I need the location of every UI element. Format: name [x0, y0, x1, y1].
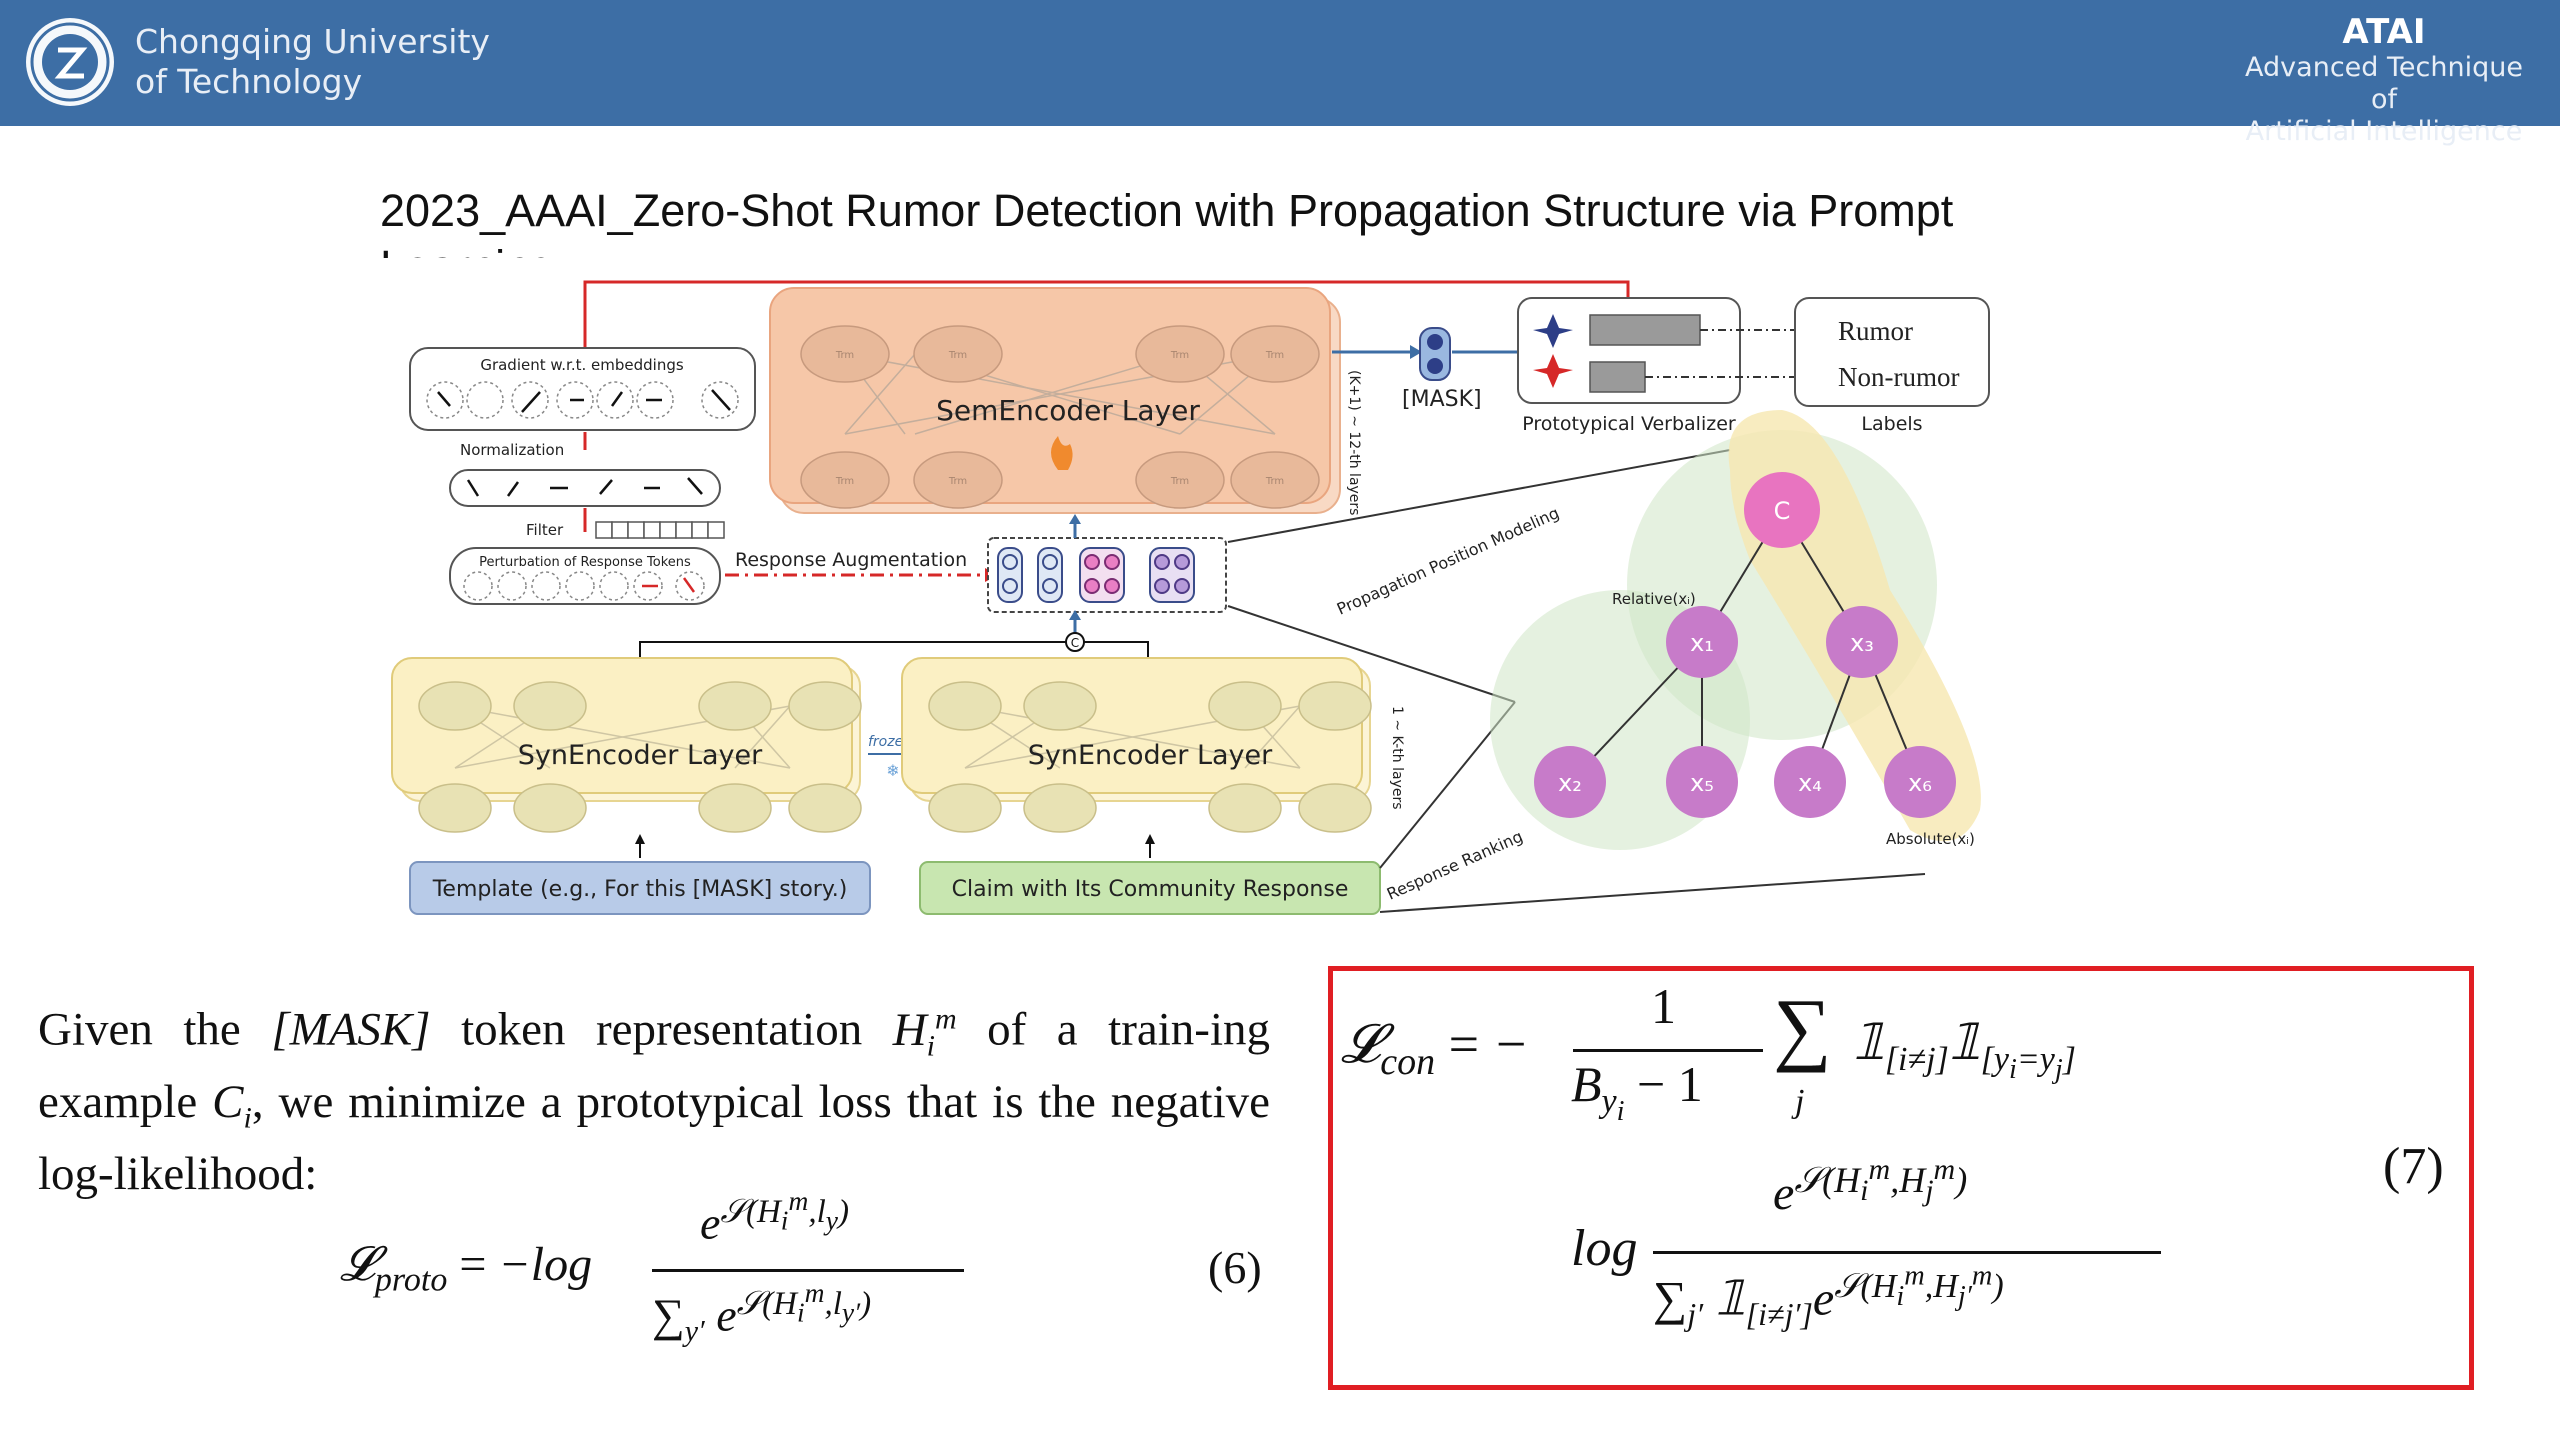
lab-branding: ATAI Advanced Technique of Artificial In…	[2234, 12, 2534, 148]
trm-label: Trm	[1170, 476, 1189, 487]
semencoder-layers-label: (K+1) ~ 12-th layers	[1346, 370, 1362, 515]
lab-subtitle-1: Advanced Technique of	[2245, 52, 2523, 115]
eq6-denominator: ∑y′ e𝒮(Him,ly′)	[652, 1277, 872, 1348]
tree-node-x2: x₂	[1558, 769, 1582, 797]
eq7-frac-line-1	[1573, 1049, 1763, 1052]
university-line1: Chongqing University	[135, 22, 490, 61]
trm-label: Trm	[948, 350, 967, 361]
eq7-frac-denominator: Byi − 1	[1571, 1056, 1703, 1127]
labels-caption: Labels	[1861, 413, 1922, 435]
eq6-lhs: 𝓛proto = −log	[340, 1238, 593, 1299]
absolute-label: Absolute(xᵢ)	[1886, 830, 1975, 848]
lab-subtitle-2: Artificial Intelligence	[2245, 116, 2523, 147]
trm-label: Trm	[948, 476, 967, 487]
synencoder-right-label: SynEncoder Layer	[1028, 740, 1273, 771]
verbalizer-label: Prototypical Verbalizer	[1522, 413, 1736, 435]
lab-title: ATAI	[2342, 12, 2426, 52]
eq7-denominator: ∑j′ 𝟙[i≠j′]e𝒮(Him,Hj′m)	[1653, 1261, 2004, 1332]
trm-label: Trm	[1265, 350, 1284, 361]
snowflake-icon: ❄	[886, 761, 899, 780]
tree-node-x4: x₄	[1798, 769, 1822, 797]
university-logo	[26, 18, 114, 106]
trm-label: Trm	[1170, 350, 1189, 361]
filter-label: Filter	[526, 521, 564, 539]
eq6-fraction-line	[652, 1269, 964, 1272]
h-mask-symbol: Him	[892, 1002, 957, 1063]
header-bar: Chongqing University of Technology ATAI …	[0, 0, 2560, 147]
response-augmentation-label: Response Augmentation	[735, 549, 967, 571]
tree-node-root: C	[1774, 497, 1791, 525]
tree-node-x3: x₃	[1850, 629, 1874, 657]
synencoder-left-label: SynEncoder Layer	[518, 740, 763, 771]
equation-6: 𝓛proto = −log e𝒮(Him,ly) ∑y′ e𝒮(Him,ly′)…	[340, 1185, 1280, 1355]
para-text-4: , we minimize a prototypical loss that i…	[38, 1076, 1270, 1201]
eq6-numerator: e𝒮(Him,ly)	[700, 1185, 849, 1249]
eq6-number: (6)	[1208, 1242, 1262, 1293]
flame-icon	[1051, 436, 1073, 470]
eq7-number: (7)	[2383, 1138, 2444, 1195]
eq7-lhs: 𝓛con = −	[1341, 1014, 1530, 1083]
rumor-prototype-star-icon	[1533, 314, 1573, 348]
model-architecture-diagram: Gradient w.r.t. embeddings Normalization…	[391, 280, 1990, 915]
perturbation-label: Perturbation of Response Tokens	[479, 555, 691, 570]
eq7-sum-symbol: ∑	[1773, 982, 1832, 1073]
c-i-symbol: Ci	[212, 1076, 252, 1135]
eq7-frac-line-2	[1653, 1251, 2161, 1254]
eq7-frac-one: 1	[1651, 978, 1676, 1034]
slide-title: 2023_AAAI_Zero-Shot Rumor Detection with…	[380, 185, 1954, 258]
trm-label: Trm	[835, 350, 854, 361]
tree-node-x5: x₅	[1690, 769, 1714, 797]
tree-node-x1: x₁	[1690, 629, 1714, 657]
synencoder-layers-label: 1 ~ K-th layers	[1389, 706, 1405, 810]
gradient-label: Gradient w.r.t. embeddings	[480, 356, 684, 374]
mask-label: [MASK]	[1402, 387, 1482, 412]
trm-label: Trm	[1265, 476, 1284, 487]
concat-symbol: C	[1071, 636, 1079, 650]
eq7-indicators: 𝟙[i≠j]𝟙[yi=yj]	[1853, 1014, 2076, 1085]
eq7-sum-index: j	[1795, 1083, 1805, 1120]
claim-box-label: Claim with Its Community Response	[952, 877, 1349, 902]
normalization-label: Normalization	[460, 441, 564, 459]
trm-label: Trm	[835, 476, 854, 487]
university-name: Chongqing University of Technology	[135, 22, 490, 102]
para-text-3: of a train-ing example	[38, 1003, 1271, 1129]
tree-node-x6: x₆	[1908, 769, 1932, 797]
template-box-label: Template (e.g., For this [MASK] story.)	[432, 877, 848, 902]
relative-label: Relative(xᵢ)	[1612, 590, 1696, 608]
propagation-label: Propagation Position Modeling	[1334, 503, 1562, 618]
eq7-numerator: e𝒮(Him,Hjm)	[1773, 1153, 1968, 1220]
para-text-2: token representation	[430, 1003, 893, 1056]
method-paragraph: Given the [MASK] token representation Hi…	[38, 990, 1270, 1203]
label-nonrumor: Non-rumor	[1838, 362, 1959, 392]
nonrumor-prototype-star-icon	[1533, 354, 1573, 388]
para-mask-term: [MASK]	[271, 1003, 431, 1056]
label-rumor: Rumor	[1838, 316, 1913, 346]
para-text-1: Given the	[38, 1003, 272, 1056]
equation-7-highlight-box: 𝓛con = − 1 Byi − 1 ∑ j 𝟙[i≠j]𝟙[yi=yj] e𝒮…	[1328, 966, 2474, 1390]
semencoder-label: SemEncoder Layer	[936, 394, 1200, 427]
university-line2: of Technology	[135, 62, 363, 101]
eq7-log: log	[1571, 1220, 1638, 1277]
